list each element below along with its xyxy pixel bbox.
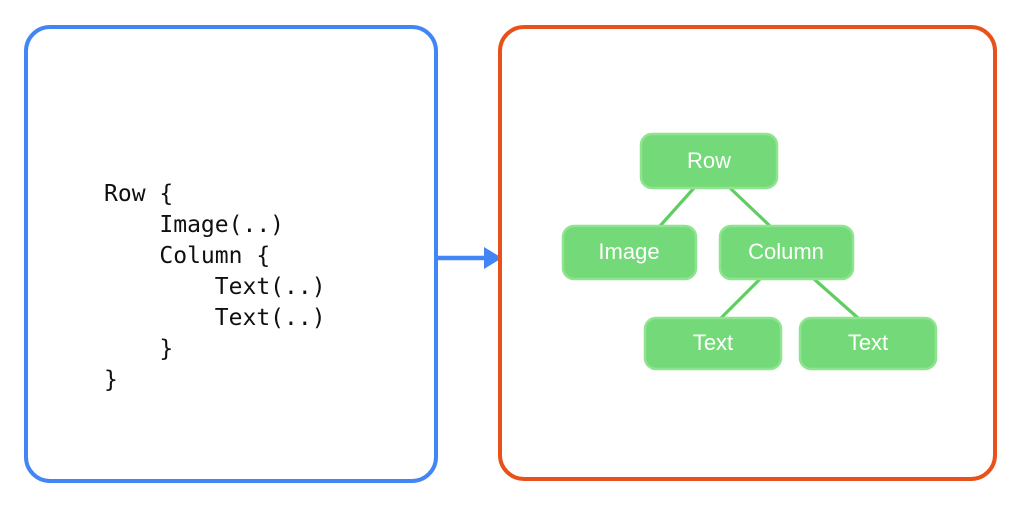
tree-node-text-2[interactable]: Text — [798, 316, 938, 371]
tree-node-text-1[interactable]: Text — [643, 316, 783, 371]
node-row-rect[interactable] — [639, 132, 779, 190]
tree-edges — [658, 186, 860, 320]
node-image-label: Image — [598, 239, 659, 264]
edge-row-column — [728, 186, 772, 228]
arrow-head — [484, 247, 502, 269]
node-row-label: Row — [687, 148, 731, 173]
code-snippet: Row { Image(..) Column { Text(..) Text(.… — [104, 181, 326, 393]
edge-column-text2 — [812, 277, 860, 320]
node-text1-rect[interactable] — [643, 316, 783, 371]
tree-node-image[interactable]: Image — [561, 224, 698, 281]
node-image-rect[interactable] — [561, 224, 698, 281]
tree-node-column[interactable]: Column — [718, 224, 855, 281]
composition-tree: Row Image Column Text Text — [561, 132, 938, 371]
arrow-right-icon — [434, 244, 502, 272]
tree-node-row[interactable]: Row — [639, 132, 779, 190]
node-text2-rect[interactable] — [798, 316, 938, 371]
edge-row-image — [658, 186, 696, 228]
node-column-rect[interactable] — [718, 224, 855, 281]
node-column-label: Column — [748, 239, 824, 264]
edge-column-text1 — [719, 277, 762, 320]
node-text2-label: Text — [848, 330, 888, 355]
code-panel: Row { Image(..) Column { Text(..) Text(.… — [24, 25, 438, 483]
node-text1-label: Text — [693, 330, 733, 355]
